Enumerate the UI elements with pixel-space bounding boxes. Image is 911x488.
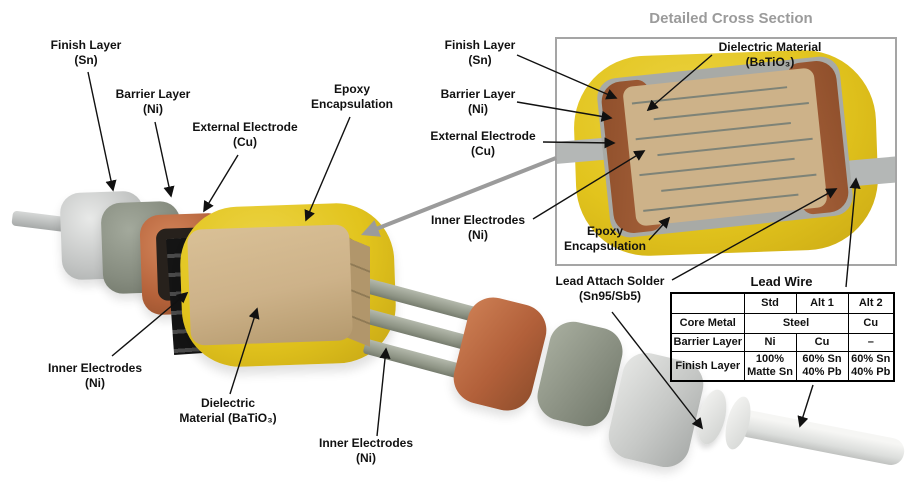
dielectric-cross-section	[622, 67, 828, 227]
cs-label-dielectric-material: Dielectric Material (BaTiO₃)	[719, 40, 822, 69]
label-line: External Electrode	[192, 120, 298, 134]
table-row-core-metal: Core Metal Steel Cu	[670, 312, 895, 334]
header-cell-blank	[670, 292, 745, 314]
label-line: (Ni)	[85, 375, 105, 390]
inner-electrode-line	[653, 101, 809, 121]
inner-electrode-line	[631, 86, 788, 105]
row-label: Barrier Layer	[670, 332, 745, 352]
cell-barrier-alt2: –	[847, 332, 895, 352]
label-line: Material (BaTiO₃)	[179, 410, 277, 425]
row-label: Core Metal	[670, 312, 745, 334]
inner-electrode-line	[639, 157, 795, 177]
arrow-finish-layer-left	[87, 71, 117, 192]
cs-label-inner-electrodes: Inner Electrodes (Ni)	[431, 213, 525, 242]
cs-label-barrier-layer: Barrier Layer (Ni)	[441, 87, 516, 116]
label-epoxy-encapsulation-left: Epoxy Encapsulation	[311, 82, 393, 111]
header-cell-alt1: Alt 1	[795, 292, 849, 314]
cell-barrier-std: Ni	[743, 332, 797, 352]
label-line: (Ni)	[468, 227, 488, 242]
inner-electrode-line	[635, 121, 791, 141]
label-line: (Cu)	[471, 143, 495, 158]
cs-label-finish-layer: Finish Layer (Sn)	[445, 38, 516, 67]
header-cell-std: Std	[743, 292, 797, 314]
label-line: (Sn)	[468, 52, 492, 67]
cell-core-alt2: Cu	[847, 312, 895, 334]
label-line: Barrier Layer	[440, 87, 516, 101]
table-row-finish-layer: Finish Layer 100% Matte Sn 60% Sn 40% Pb…	[670, 350, 895, 382]
label-line: (Cu)	[233, 134, 257, 149]
label-dielectric-material: Dielectric Material (BaTiO₃)	[179, 396, 276, 425]
inner-electrode-line	[661, 173, 817, 192]
label-line: (BaTiO₃)	[745, 54, 795, 69]
label-inner-electrodes-bottom-right: Inner Electrodes (Ni)	[319, 436, 413, 465]
arrow-inner-electrodes-br	[376, 347, 391, 437]
label-line: Dielectric Material	[718, 40, 822, 54]
label-line: Encapsulation	[310, 96, 394, 111]
cs-label-external-electrode: External Electrode (Cu)	[430, 129, 535, 158]
label-finish-layer-left: Finish Layer (Sn)	[51, 38, 122, 67]
label-external-electrode-left: External Electrode (Cu)	[192, 120, 297, 149]
label-line: Inner Electrodes	[430, 213, 526, 227]
cross-section-title: Detailed Cross Section	[649, 10, 813, 27]
label-line: Barrier Layer	[115, 87, 191, 101]
dielectric-block-3d	[187, 224, 353, 346]
label-line: Encapsulation	[563, 238, 647, 253]
label-line: (Ni)	[468, 101, 488, 116]
table-row-barrier-layer: Barrier Layer Ni Cu –	[670, 332, 895, 352]
lead-wire-table: Std Alt 1 Alt 2 Core Metal Steel Cu Barr…	[670, 292, 895, 382]
label-line: External Electrode	[430, 129, 536, 143]
lead-wire-shaft-3d	[734, 408, 907, 468]
lead-wire-spec: Lead Wire Std Alt 1 Alt 2 Core Metal Ste…	[670, 274, 895, 382]
cell-barrier-alt1: Cu	[795, 332, 849, 352]
label-line: Inner Electrodes	[47, 361, 143, 375]
label-line: (Ni)	[143, 101, 163, 116]
cell-core-std-alt1: Steel	[743, 312, 849, 334]
capacitor-chip-cross-section	[595, 54, 855, 240]
label-line: Inner Electrodes	[318, 436, 414, 450]
label-inner-electrodes-bottom-left: Inner Electrodes (Ni)	[48, 361, 142, 390]
label-barrier-layer-left: Barrier Layer (Ni)	[116, 87, 191, 116]
row-label: Finish Layer	[670, 350, 745, 382]
label-line: Epoxy	[333, 82, 371, 96]
label-line: (Sn)	[74, 52, 98, 67]
label-line: Epoxy	[586, 224, 624, 238]
label-line: Finish Layer	[50, 38, 122, 52]
cell-finish-std: 100% Matte Sn	[743, 350, 797, 382]
arrow-external-electrode-left	[203, 154, 239, 213]
cell-finish-alt2: 60% Sn 40% Pb	[847, 350, 895, 382]
label-lead-attach-solder: Lead Attach Solder (Sn95/Sb5)	[556, 274, 665, 303]
label-line: Dielectric	[200, 396, 256, 410]
inner-electrode-line	[643, 193, 799, 212]
lead-wire-table-title: Lead Wire	[750, 274, 813, 289]
cell-finish-alt1: 60% Sn 40% Pb	[795, 350, 849, 382]
label-line: (Sn95/Sb5)	[578, 288, 642, 303]
label-line: Finish Layer	[444, 38, 516, 52]
arrow-barrier-layer-left	[154, 121, 175, 198]
inner-electrode-line	[657, 137, 813, 157]
table-header-row: Std Alt 1 Alt 2	[670, 292, 895, 314]
header-cell-alt2: Alt 2	[847, 292, 895, 314]
cs-label-epoxy-encapsulation: Epoxy Encapsulation	[564, 224, 646, 253]
label-line: Lead Attach Solder	[555, 274, 665, 288]
label-line: (Ni)	[356, 450, 376, 465]
